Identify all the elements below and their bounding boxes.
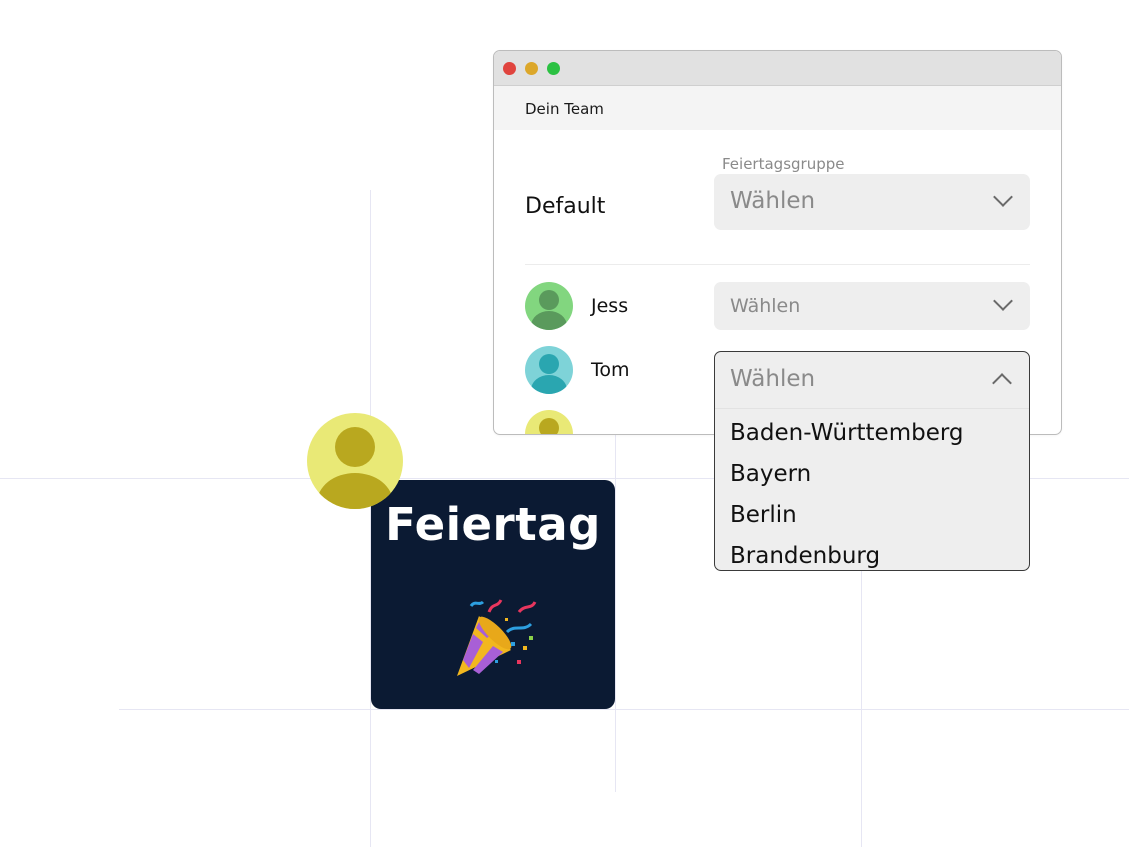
window-titlebar <box>494 51 1061 86</box>
team-content: Feiertagsgruppe Default Wählen Jess Wähl… <box>494 130 1061 434</box>
holiday-group-dropdown[interactable]: Wählen Baden-Württemberg Bayern Berlin B… <box>714 351 1030 571</box>
dropdown-option[interactable]: Brandenburg <box>730 543 881 569</box>
chevron-up-icon <box>992 373 1012 393</box>
avatar <box>525 410 573 434</box>
grid-line <box>861 560 862 847</box>
maximize-window-button[interactable] <box>547 62 560 75</box>
chevron-down-icon <box>993 187 1013 207</box>
avatar <box>525 346 573 394</box>
holiday-card-title: Feiertag <box>385 498 601 551</box>
default-group-select[interactable]: Wählen <box>714 174 1030 230</box>
grid-line <box>0 478 1129 479</box>
divider <box>525 264 1030 265</box>
member-name: Tom <box>591 359 630 381</box>
divider <box>715 408 1029 409</box>
select-value: Wählen <box>730 188 816 214</box>
select-value: Wählen <box>730 366 816 392</box>
window-toolbar: Dein Team <box>494 86 1061 130</box>
grid-line <box>119 709 1129 710</box>
dropdown-toggle[interactable]: Wählen <box>715 352 1029 408</box>
dropdown-option[interactable]: Bayern <box>730 461 812 487</box>
column-header-feiertagsgruppe: Feiertagsgruppe <box>722 155 845 173</box>
select-value: Wählen <box>730 295 801 317</box>
member-name: Jess <box>591 295 629 317</box>
avatar <box>525 282 573 330</box>
avatar <box>307 413 403 509</box>
chevron-down-icon <box>993 291 1013 311</box>
grid-line <box>615 430 616 792</box>
party-popper-icon <box>457 599 537 676</box>
team-window: Dein Team Feiertagsgruppe Default Wählen… <box>493 50 1062 435</box>
dropdown-option[interactable]: Berlin <box>730 502 797 528</box>
grid-line <box>370 190 371 847</box>
holiday-card: Feiertag <box>371 480 615 709</box>
dropdown-option[interactable]: Baden-Württemberg <box>730 420 964 446</box>
minimize-window-button[interactable] <box>525 62 538 75</box>
member-group-select[interactable]: Wählen <box>714 282 1030 330</box>
window-title: Dein Team <box>525 100 604 118</box>
default-row-label: Default <box>525 194 606 219</box>
close-window-button[interactable] <box>503 62 516 75</box>
